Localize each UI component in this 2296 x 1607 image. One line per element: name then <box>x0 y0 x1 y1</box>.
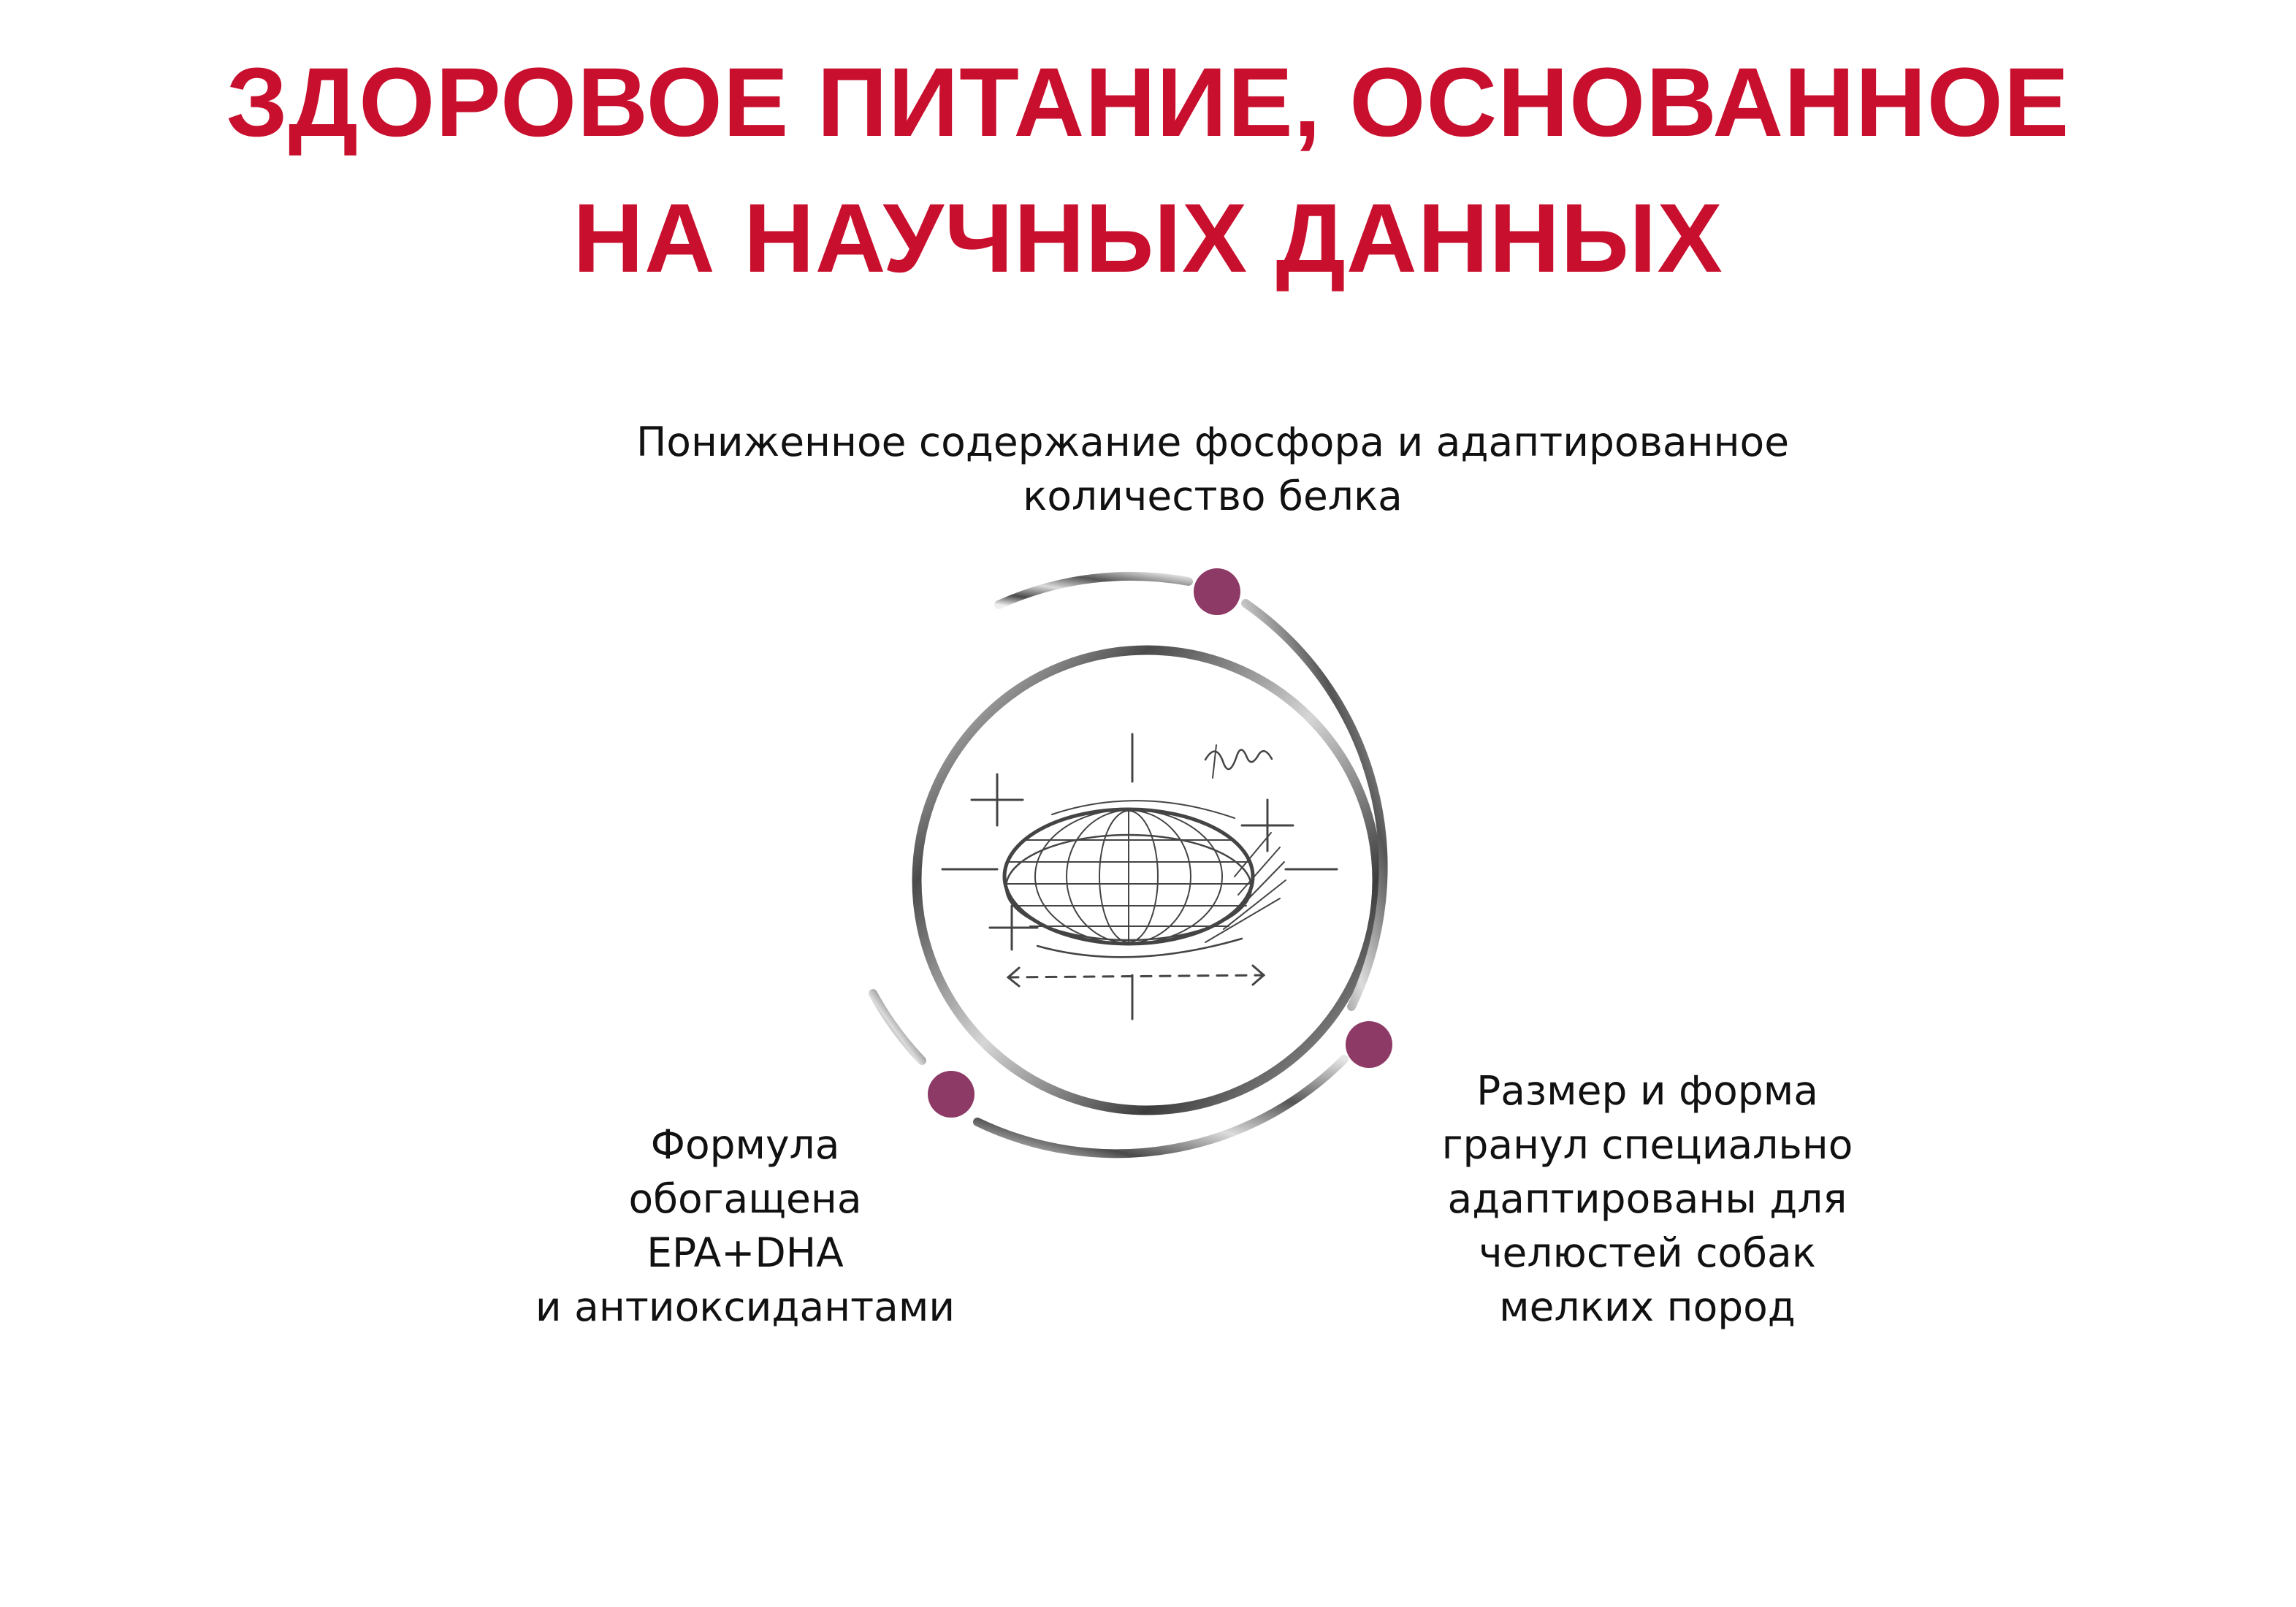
marker-dot-top <box>1194 568 1240 615</box>
marker-dot-left <box>928 1071 975 1118</box>
benefit-kibble-size: Размер и форма гранул специально адаптир… <box>1355 1064 1940 1334</box>
page-title: ЗДОРОВОЕ ПИТАНИЕ, ОСНОВАННОЕ НА НАУЧНЫХ … <box>0 35 2296 307</box>
benefit-left-line-1: Формула <box>650 1121 840 1168</box>
outer-ring-arc-right <box>1241 599 1388 1011</box>
benefit-epa-dha: Формула обогащена EPA+DHA и антиоксидант… <box>468 1118 1023 1334</box>
benefit-right-line-4: челюстей собак <box>1479 1229 1816 1276</box>
benefit-right-line-5: мелких пород <box>1499 1283 1796 1330</box>
inner-ring <box>912 645 1382 1115</box>
outer-ring-arc-top <box>994 571 1193 609</box>
benefit-top-line-2: количество белка <box>1023 473 1403 519</box>
benefit-left-line-3: EPA+DHA <box>647 1229 844 1276</box>
benefit-right-line-2: гранул специально <box>1441 1121 1853 1168</box>
page-title-line-2: НА НАУЧНЫХ ДАННЫХ <box>573 184 1723 293</box>
kibble-sketch-icon <box>941 733 1338 1020</box>
benefit-left-line-4: и антиоксидантами <box>535 1283 956 1330</box>
benefit-right-line-3: адаптированы для <box>1447 1175 1847 1222</box>
benefit-phosphorus-protein: Пониженное содержание фосфора и адаптиро… <box>555 415 1870 523</box>
outer-ring-arc-bottom <box>973 1055 1349 1159</box>
page-title-line-1: ЗДОРОВОЕ ПИТАНИЕ, ОСНОВАННОЕ <box>226 48 2070 157</box>
outer-ring-arc-left <box>869 989 926 1065</box>
benefit-right-line-1: Размер и форма <box>1476 1067 1818 1114</box>
marker-dot-right <box>1346 1021 1392 1068</box>
benefit-left-line-2: обогащена <box>628 1175 862 1222</box>
benefit-top-line-1: Пониженное содержание фосфора и адаптиро… <box>636 419 1790 465</box>
